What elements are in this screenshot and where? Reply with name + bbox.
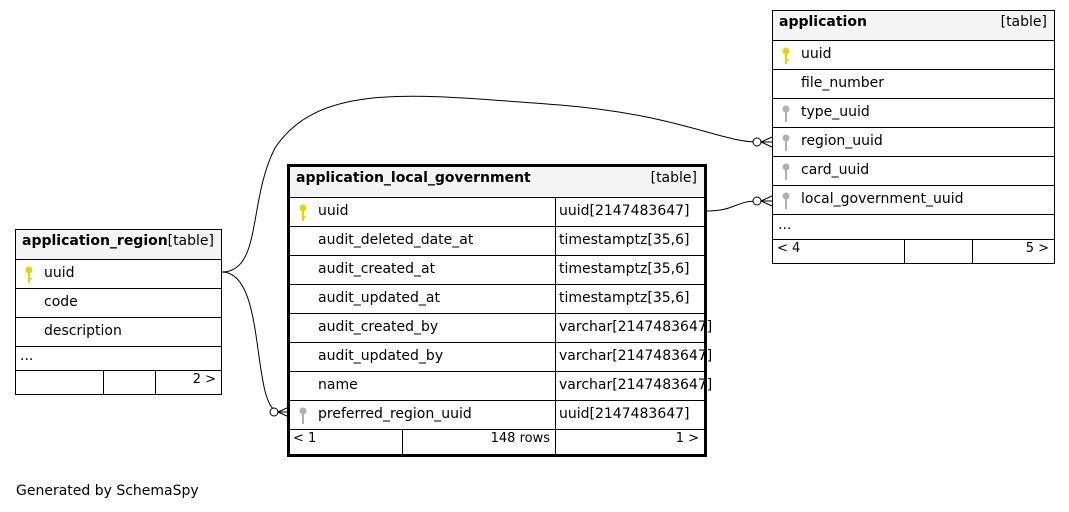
- column-row[interactable]: name varchar[2147483647]: [290, 371, 712, 401]
- column-type: timestamptz[35,6]: [559, 232, 690, 248]
- table-footer: < 1 148 rows 1 >: [290, 429, 704, 454]
- footer-right: 5 >: [1025, 241, 1049, 256]
- ellipsis: ...: [778, 217, 792, 233]
- ellipsis-row: ...: [16, 346, 221, 371]
- column-name: uuid: [44, 265, 75, 281]
- footer-right: 2 >: [192, 372, 216, 387]
- column-type: varchar[2147483647]: [559, 377, 713, 393]
- column-row[interactable]: uuid: [773, 40, 1054, 70]
- column-row[interactable]: type_uuid: [773, 98, 1054, 128]
- column-type: uuid[2147483647]: [559, 406, 690, 422]
- column-name: region_uuid: [801, 133, 883, 149]
- table-header: application_local_government [table]: [290, 167, 704, 197]
- crows-foot-application-region-uuid: [752, 136, 773, 148]
- footer-right: 1 >: [675, 431, 699, 446]
- relation-line-local-government-to-application: [706, 200, 759, 212]
- column-row[interactable]: card_uuid: [773, 156, 1054, 186]
- column-name: type_uuid: [801, 104, 870, 120]
- footer-row-count: 148 rows: [490, 431, 550, 446]
- table-application[interactable]: application [table] uuid file_number typ…: [772, 10, 1055, 264]
- column-row[interactable]: region_uuid: [773, 127, 1054, 157]
- table-name: application_local_government: [296, 170, 531, 186]
- table-application-region[interactable]: application_region [table] uuid code des…: [15, 229, 222, 395]
- table-tag: [table]: [167, 233, 214, 249]
- table-header: application [table]: [773, 11, 1054, 41]
- column-row[interactable]: local_government_uuid: [773, 185, 1054, 215]
- table-footer: 2 >: [16, 370, 221, 395]
- table-footer: < 4 5 >: [773, 239, 1054, 264]
- column-type: uuid[2147483647]: [559, 203, 690, 219]
- column-row[interactable]: audit_updated_at timestamptz[35,6]: [290, 284, 704, 314]
- table-tag: [table]: [1000, 14, 1047, 30]
- column-type: timestamptz[35,6]: [559, 290, 690, 306]
- crows-foot-application-local-government-uuid: [752, 195, 773, 207]
- column-name: description: [44, 323, 122, 339]
- column-name: code: [44, 294, 78, 310]
- column-name: audit_updated_by: [318, 348, 444, 364]
- column-name: card_uuid: [801, 162, 870, 178]
- column-name: audit_deleted_date_at: [318, 232, 474, 248]
- column-type: timestamptz[35,6]: [559, 261, 690, 277]
- column-name: local_government_uuid: [801, 191, 964, 207]
- primary-key-icon: [782, 47, 790, 64]
- foreign-key-icon: [782, 163, 790, 180]
- footer-left: < 1: [293, 431, 317, 446]
- column-name: audit_updated_at: [318, 290, 441, 306]
- column-name: name: [318, 377, 358, 393]
- foreign-key-icon: [782, 105, 790, 122]
- table-application-local-government[interactable]: application_local_government [table] uui…: [287, 164, 712, 457]
- foreign-key-icon: [782, 192, 790, 209]
- table-name: application: [779, 14, 867, 30]
- crows-foot-preferred-region-uuid: [269, 406, 290, 418]
- table-tag: [table]: [650, 170, 697, 186]
- column-name: uuid: [801, 46, 832, 62]
- column-row[interactable]: preferred_region_uuid uuid[2147483647]: [290, 400, 704, 430]
- ellipsis-row: ...: [773, 214, 1054, 240]
- column-type: varchar[2147483647]: [559, 348, 713, 364]
- column-row[interactable]: file_number: [773, 69, 1054, 99]
- column-type: varchar[2147483647]: [559, 319, 713, 335]
- column-name: audit_created_by: [318, 319, 439, 335]
- foreign-key-icon: [782, 134, 790, 151]
- column-row[interactable]: code: [16, 288, 221, 318]
- column-name: file_number: [801, 75, 884, 91]
- table-header: application_region [table]: [16, 230, 221, 259]
- footer-left: < 4: [777, 241, 801, 256]
- column-row[interactable]: description: [16, 317, 221, 347]
- column-name: audit_created_at: [318, 261, 436, 277]
- column-row[interactable]: audit_updated_by varchar[2147483647]: [290, 342, 712, 372]
- relation-line-region-to-local-government: [221, 271, 281, 413]
- generated-by-credit: Generated by SchemaSpy: [16, 483, 199, 499]
- column-row[interactable]: audit_created_at timestamptz[35,6]: [290, 255, 704, 285]
- column-row[interactable]: audit_created_by varchar[2147483647]: [290, 313, 712, 343]
- column-row[interactable]: uuid: [16, 259, 221, 289]
- column-row[interactable]: audit_deleted_date_at timestamptz[35,6]: [290, 226, 704, 256]
- relation-line-region-to-application: [221, 95, 759, 273]
- foreign-key-icon: [299, 407, 307, 424]
- ellipsis: ...: [20, 348, 34, 364]
- table-name: application_region: [22, 233, 168, 249]
- primary-key-icon: [299, 204, 307, 221]
- column-name: preferred_region_uuid: [318, 406, 472, 422]
- column-name: uuid: [318, 203, 349, 219]
- primary-key-icon: [25, 266, 33, 283]
- column-row[interactable]: uuid uuid[2147483647]: [290, 197, 704, 227]
